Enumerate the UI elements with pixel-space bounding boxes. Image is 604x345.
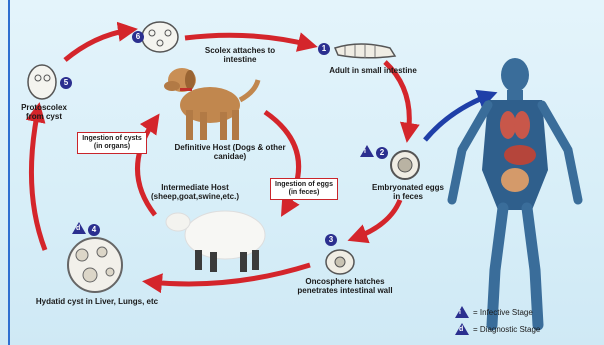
egg-icon [390,150,420,180]
ingestion-eggs-box: Ingestion of eggs (in feces) [270,178,338,200]
diagnostic-triangle-stage-4: d [72,222,86,234]
ingestion-cysts-box: Ingestion of cysts (in organs) [77,132,147,154]
dog-icon [164,68,261,140]
stage-6-label: Scolex attaches to intestine [204,46,276,64]
stage-3-label: Oncosphere hatches penetrates intestinal… [297,277,393,295]
protoscolex-icon [27,64,57,100]
stage-1-badge: 1 [318,43,330,55]
stage-3-badge: 3 [325,234,337,246]
stage-1-label: Adult in small intestine [329,66,417,75]
arrow-3-to-4 [142,262,311,294]
stage-6-badge: 6 [132,31,144,43]
arrow-5-to-6 [63,21,138,62]
human-anatomy-icon [447,58,583,331]
sheep-icon [165,210,266,272]
arrow-1-to-2 [383,60,420,143]
adult-worm-icon [333,43,397,59]
stage-4-badge: 4 [88,224,100,236]
stage-4-label: Hydatid cyst in Liver, Lungs, etc [35,297,159,306]
stage-2-label: Embryonated eggs in feces [371,183,444,201]
legend-infective-triangle: i [455,306,469,318]
stage-2-badge: 2 [376,147,388,159]
left-border-line [8,0,10,345]
arrow-6-to-1 [184,32,318,52]
legend-diagnostic-text: = Diagnostic Stage [473,325,541,334]
arrow-4-to-5 [25,102,48,251]
legend-infective-text: = Infective Stage [473,308,533,317]
stage-5-label: Protoscolex from cyst [21,103,67,121]
intermediate-host-label: Intermediate Host (sheep,goat,swine,etc.… [150,183,240,201]
stage-5-badge: 5 [60,77,72,89]
hydatid-cyst-icon [67,237,123,293]
definitive-host-label: Definitive Host (Dogs & other canidae) [174,143,286,161]
legend-diagnostic-triangle: d [455,323,469,335]
arrow-to-human [423,89,498,142]
infective-triangle-stage-2: i [360,145,374,157]
arrow-sheep-to-dog [135,113,160,217]
oncosphere-icon [325,249,355,275]
arrow-2-to-3 [347,198,403,244]
scolex-icon [141,21,179,53]
